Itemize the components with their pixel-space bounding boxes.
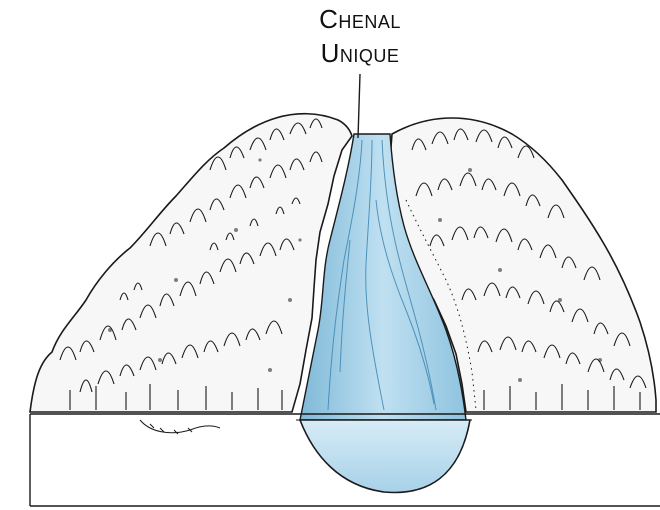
channel-label-line-2: Unique [0, 40, 660, 66]
left-vegetation [30, 114, 352, 412]
channel-label-line-1: Chenal [0, 6, 660, 32]
channel-cross-section [300, 420, 470, 492]
label-leader-line [358, 74, 360, 138]
bank-texture [140, 420, 220, 434]
